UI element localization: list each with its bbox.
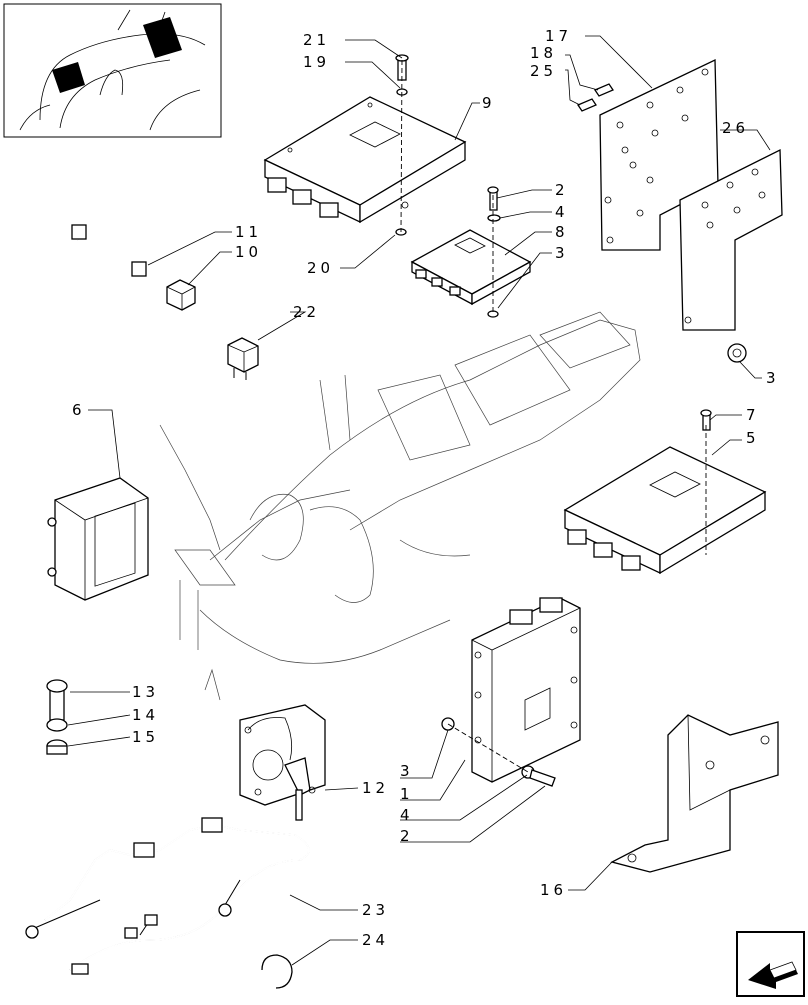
label-23: 23 (362, 901, 389, 919)
relay-22 (227, 337, 259, 380)
nut-3 (727, 343, 747, 363)
joystick-controller-12 (239, 704, 326, 821)
label-13: 13 (132, 683, 159, 701)
label-19: 19 (303, 53, 330, 71)
label-11: 11 (235, 223, 262, 241)
label-12: 12 (362, 779, 389, 797)
label-25: 25 (530, 62, 557, 80)
ecu-module-9 (263, 96, 467, 224)
label-22: 22 (293, 303, 320, 321)
ecu-module-1 (441, 597, 581, 787)
location-inset (3, 3, 222, 138)
cable-clip-24 (261, 954, 293, 989)
label-2-top: 2 (555, 181, 569, 199)
label-21: 21 (303, 31, 330, 49)
cab-console-structure (159, 311, 641, 701)
hardware-13-14-15 (46, 679, 68, 755)
label-6: 6 (72, 401, 86, 419)
leader-lines (67, 35, 771, 966)
fuse-box-6 (47, 477, 149, 601)
ecu-module-5 (563, 409, 767, 575)
label-9: 9 (482, 94, 496, 112)
callout-labels: 21 19 9 17 18 25 26 2 4 8 3 11 10 20 22 … (72, 27, 780, 949)
assembly-axes (400, 59, 707, 773)
relay-cube-10 (166, 279, 196, 311)
label-26: 26 (722, 119, 749, 137)
label-16: 16 (540, 881, 567, 899)
jumper-harness-11 (71, 224, 147, 292)
ecu-module-8 (410, 229, 532, 306)
label-3-right: 3 (766, 369, 780, 387)
support-bracket-16 (610, 714, 779, 873)
label-4-lower: 4 (400, 806, 414, 824)
mounting-plate-26 (679, 148, 783, 331)
label-3-lower: 3 (400, 762, 414, 780)
label-24: 24 (362, 931, 389, 949)
label-2-lower: 2 (400, 827, 414, 845)
label-10: 10 (235, 243, 262, 261)
label-1: 1 (400, 785, 414, 803)
label-8: 8 (555, 223, 569, 241)
label-18: 18 (530, 44, 557, 62)
next-page-arrow-icon[interactable] (736, 931, 805, 997)
mounting-plate-17 (599, 58, 719, 251)
label-14: 14 (132, 706, 159, 724)
label-7: 7 (746, 406, 760, 424)
label-15: 15 (132, 728, 159, 746)
label-3-top: 3 (555, 244, 569, 262)
label-5: 5 (746, 429, 760, 447)
label-17: 17 (545, 27, 572, 45)
label-20: 20 (307, 259, 334, 277)
label-4-top: 4 (555, 203, 569, 221)
wiring-harness-23 (25, 817, 310, 975)
